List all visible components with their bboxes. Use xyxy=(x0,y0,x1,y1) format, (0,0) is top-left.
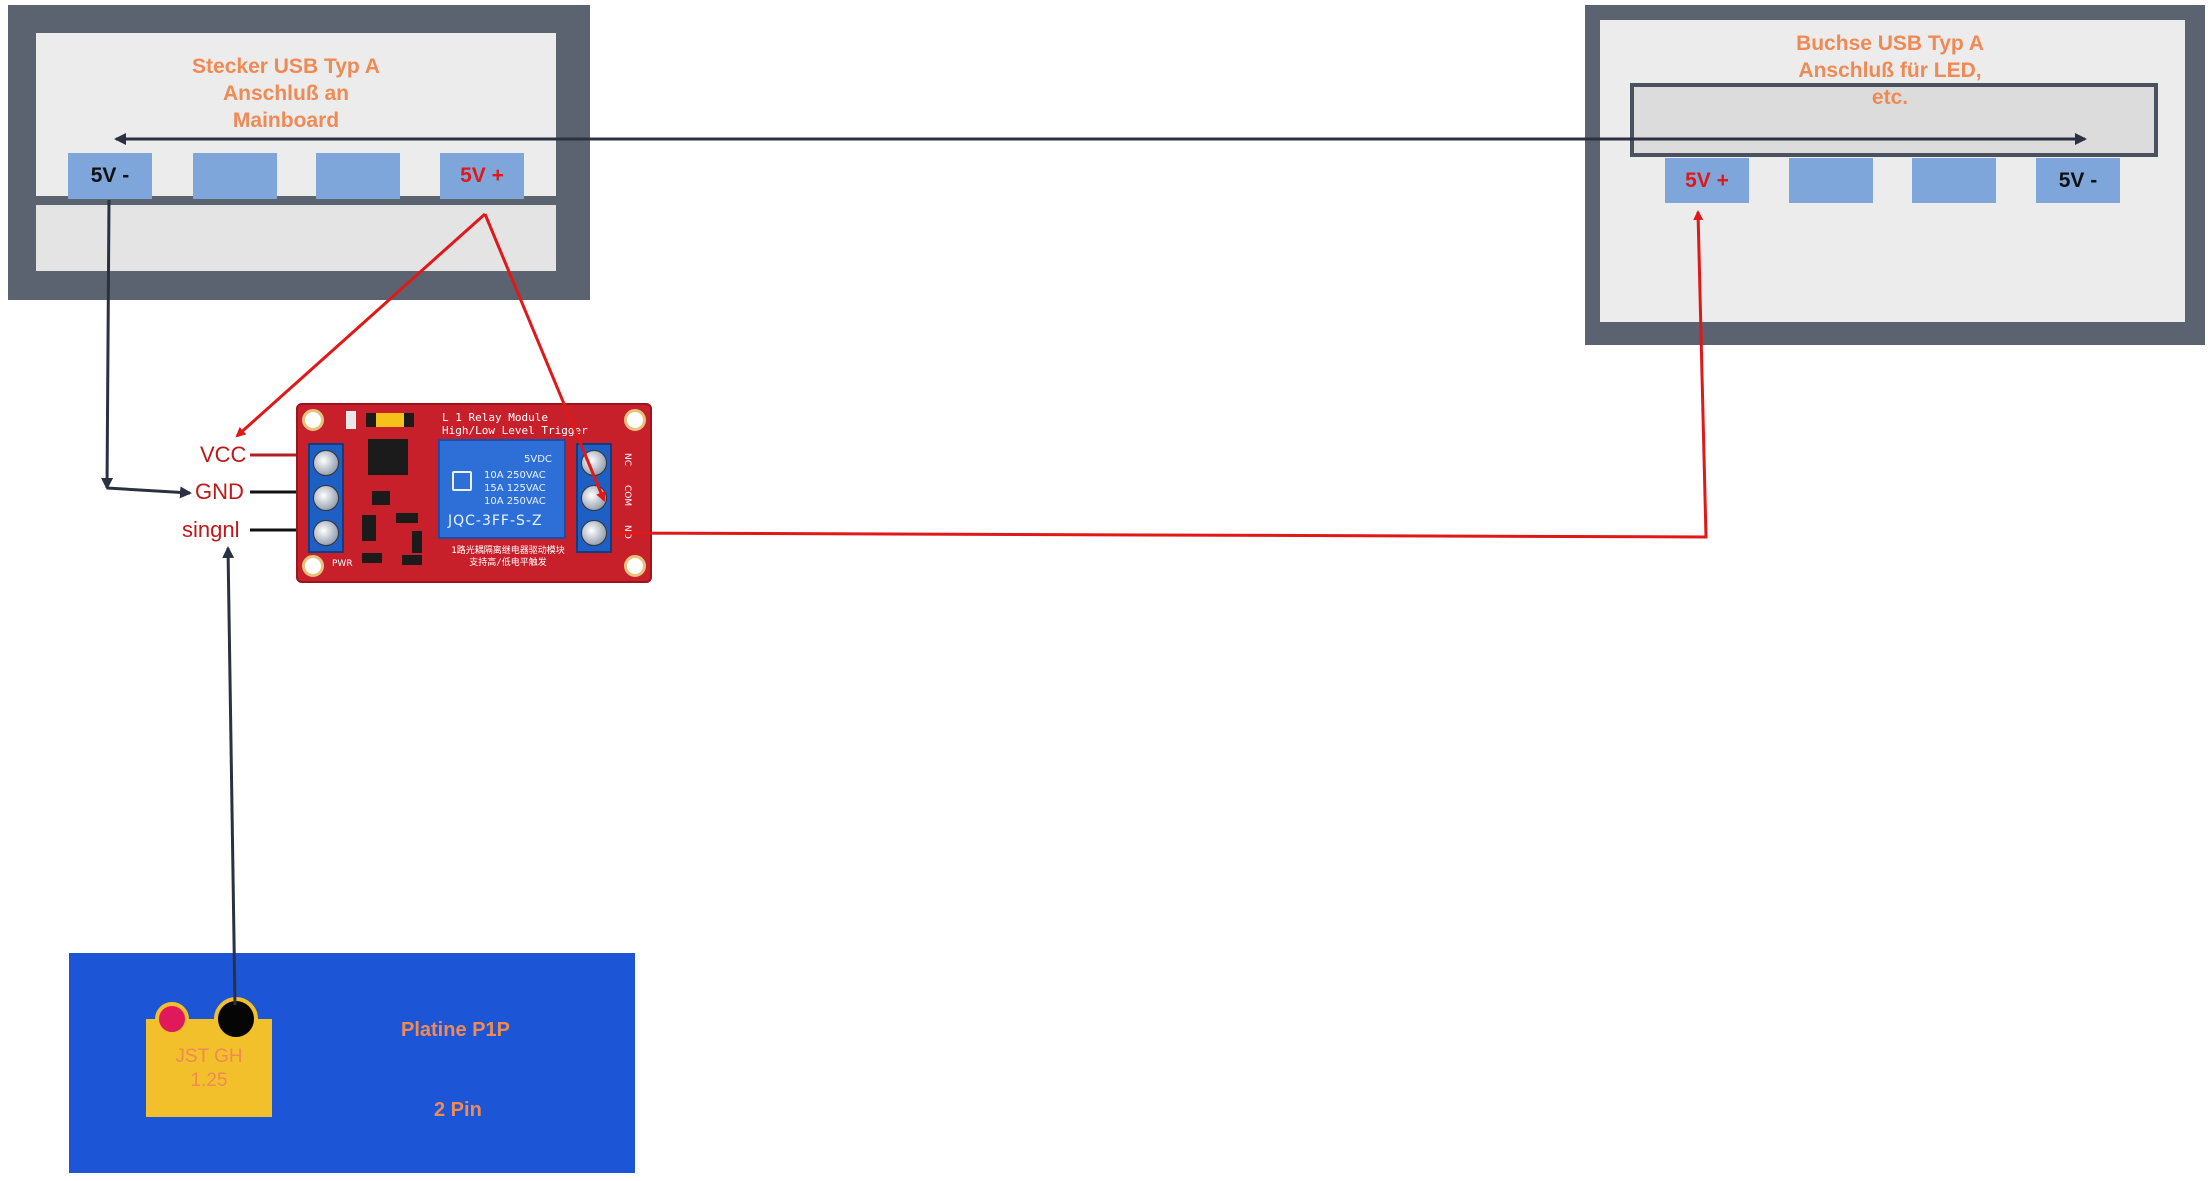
usb-socket-pin-vcc: 5V + xyxy=(1665,158,1749,203)
optocoupler xyxy=(368,439,408,475)
mount-hole xyxy=(302,555,324,577)
jst-label: JST GH 1.25 xyxy=(146,1045,272,1093)
jst-pin-red xyxy=(155,1002,189,1036)
smd-part xyxy=(362,553,382,563)
relay-chinese-text: 1路光耦隔离继电器驱动模块 支持高/低电平触发 xyxy=(438,545,578,569)
platine-pins: 2 Pin xyxy=(434,1099,482,1121)
diode xyxy=(362,515,376,541)
jumper-base xyxy=(366,413,376,427)
gnd-wire xyxy=(106,486,192,499)
usb-socket-pin-data-plus xyxy=(1912,158,1996,203)
usb-socket-title-line-2: Anschluß für LED, xyxy=(1798,59,1982,82)
led-indicator xyxy=(346,411,356,429)
usb-plug-title-line-3: Mainboard xyxy=(232,109,340,132)
relay-chinese-line-1: 1路光耦隔离继电器驱动模块 xyxy=(451,546,565,556)
relay-label-gnd: GND xyxy=(195,479,244,504)
usb-plug-pin-gnd: 5V - xyxy=(68,153,152,199)
relay-label-signal: singnl xyxy=(182,517,240,542)
relay-label-vcc: VCC xyxy=(200,442,247,467)
screw-no xyxy=(581,520,607,546)
mount-hole xyxy=(624,555,646,577)
usb-plug-pin-vcc: 5V + xyxy=(440,153,524,199)
smd-part xyxy=(402,555,422,565)
relay-header-line-1: L 1 Relay Module xyxy=(442,411,548,424)
relay-spec-line-4: 10A 250VAC xyxy=(484,496,546,507)
relay-header: L 1 Relay Module High/Low Level Trigger xyxy=(442,411,588,437)
pwr-label: PWR xyxy=(332,559,353,569)
com-wire xyxy=(483,213,606,502)
transistor xyxy=(372,491,390,505)
jst-label-line-1: JST GH xyxy=(175,1046,243,1067)
relay-component: 5VDC 10A 250VAC 15A 125VAC 10A 250VAC JQ… xyxy=(438,439,566,539)
relay-spec-line-1: 5VDC xyxy=(524,454,552,465)
usb-plug-pin-data-plus xyxy=(316,153,400,199)
vcc-wire xyxy=(235,212,487,438)
relay-spec-line-2: 10A 250VAC xyxy=(484,470,546,481)
switched-vcc-wire xyxy=(611,210,1708,539)
usb-plug-pin-data-minus xyxy=(193,153,277,199)
platine-title: Platine P1P xyxy=(401,1019,510,1041)
usb-socket-title: Buchse USB Typ A Anschluß für LED, etc. xyxy=(1740,30,2040,111)
relay-chinese-line-2: 支持高/低电平触发 xyxy=(469,558,547,568)
screw-com xyxy=(581,485,607,511)
screw-gnd xyxy=(313,485,339,511)
usb-socket-title-line-3: etc. xyxy=(1871,86,1909,109)
jst-label-line-2: 1.25 xyxy=(190,1070,228,1091)
platine-board: JST GH 1.25 Platine P1P 2 Pin xyxy=(69,953,635,1173)
screw-signal xyxy=(313,520,339,546)
usb-socket-slot xyxy=(1630,83,2158,157)
mount-hole xyxy=(624,409,646,431)
resistor xyxy=(412,531,422,553)
relay-spec-line-3: 15A 125VAC xyxy=(484,483,546,494)
screw-vcc xyxy=(313,450,339,476)
relay-module: L 1 Relay Module High/Low Level Trigger … xyxy=(296,403,652,583)
signal-wire xyxy=(222,546,237,1006)
usb-plug-title-line-1: Stecker USB Typ A xyxy=(192,55,380,78)
resistor xyxy=(396,513,418,523)
relay-model: JQC-3FF-S-Z xyxy=(448,513,543,529)
usb-socket-pin-data-minus xyxy=(1789,158,1873,203)
relay-header-line-2: High/Low Level Trigger xyxy=(442,424,588,437)
usb-plug-title: Stecker USB Typ A Anschluß an Mainboard xyxy=(146,53,426,134)
trigger-jumper xyxy=(376,413,404,427)
usb-plug-title-line-2: Anschluß an xyxy=(222,82,349,105)
usb-socket-pin-gnd: 5V - xyxy=(2036,158,2120,203)
gnd-wire xyxy=(101,199,114,490)
mount-hole xyxy=(302,409,324,431)
usb-socket-title-line-1: Buchse USB Typ A xyxy=(1796,32,1984,55)
usb-plug-lower-shell xyxy=(36,205,556,271)
jumper-base xyxy=(404,413,414,427)
certification-mark xyxy=(452,471,472,491)
